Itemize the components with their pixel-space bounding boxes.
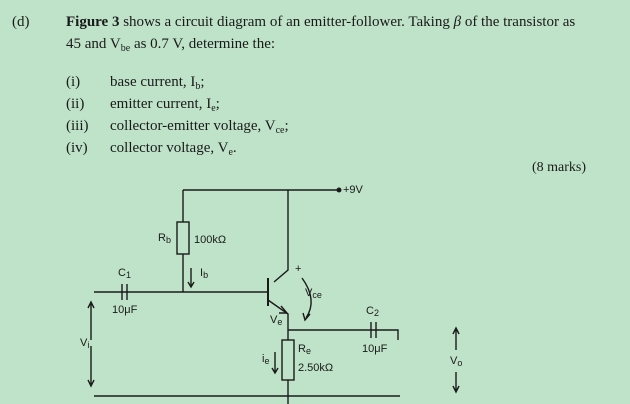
c2-label: C2 — [366, 305, 379, 318]
marks-label: (8 marks) — [531, 160, 586, 175]
vi-label: Vi — [80, 337, 89, 350]
stem-text-1: shows a circuit diagram of an emitter-fo… — [119, 14, 454, 30]
rb-label: Rb — [158, 232, 171, 245]
vo-label: Vo — [450, 355, 462, 368]
output-wire — [288, 329, 399, 340]
question-item-2: (ii) emitter current, Ie; — [66, 96, 366, 116]
vi-arrow-up — [87, 300, 95, 340]
re-resistor — [281, 339, 295, 381]
vo-arrow-up — [452, 326, 460, 350]
item-number: (iii) — [66, 118, 89, 134]
ib-label: Ib — [200, 267, 208, 280]
question-item-4: (iv) collector voltage, Ve. — [66, 140, 366, 160]
ib-arrow — [187, 268, 195, 289]
emitter-arrow — [279, 305, 289, 314]
vce-label: Vce — [305, 287, 322, 300]
vo-arrow-down — [452, 372, 460, 394]
plus-sign: + — [295, 263, 301, 275]
vi-arrow-down — [87, 346, 95, 388]
ve-label: Ve — [270, 314, 282, 327]
question-stem-line2: 45 and Vbe as 0.7 V, determine the: — [66, 36, 275, 54]
emitter-lead — [267, 299, 289, 340]
item-text: collector voltage, Ve. — [110, 140, 237, 158]
stem-line2-sub: be — [120, 43, 131, 54]
ie-arrow — [271, 352, 279, 375]
item-text: collector-emitter voltage, Vce; — [110, 118, 289, 136]
question-label: (d) — [12, 14, 30, 30]
question-stem-line1: Figure 3 shows a circuit diagram of an e… — [66, 14, 575, 31]
stem-text-2: of the transistor as — [461, 14, 576, 30]
ie-label: ie — [262, 353, 269, 366]
item-number: (ii) — [66, 96, 85, 112]
stem-line2-b: as 0.7 V, determine the: — [130, 36, 276, 52]
c1-label: C1 — [118, 267, 131, 280]
re-value: 2.50kΩ — [298, 362, 333, 374]
item-number: (iv) — [66, 140, 88, 156]
item-text: emitter current, Ie; — [110, 96, 220, 114]
vce-arrow — [301, 277, 312, 322]
question-item-1: (i) base current, Ib; — [66, 74, 366, 94]
c1-value: 10μF — [112, 304, 138, 316]
supply-label: +9V — [343, 184, 364, 196]
stem-line2-a: 45 and V — [66, 36, 121, 52]
item-number: (i) — [66, 74, 81, 90]
collector-wire — [273, 190, 289, 283]
supply-terminal — [336, 187, 342, 193]
rb-value: 100kΩ — [194, 234, 226, 246]
re-label: Re — [298, 343, 311, 356]
rb-resistor — [176, 221, 190, 255]
c2-value: 10μF — [362, 343, 388, 355]
question-item-3: (iii) collector-emitter voltage, Vce; — [66, 118, 386, 138]
beta-symbol: β — [453, 14, 462, 30]
figure-reference: Figure 3 — [66, 14, 120, 30]
item-text: base current, Ib; — [110, 74, 205, 92]
